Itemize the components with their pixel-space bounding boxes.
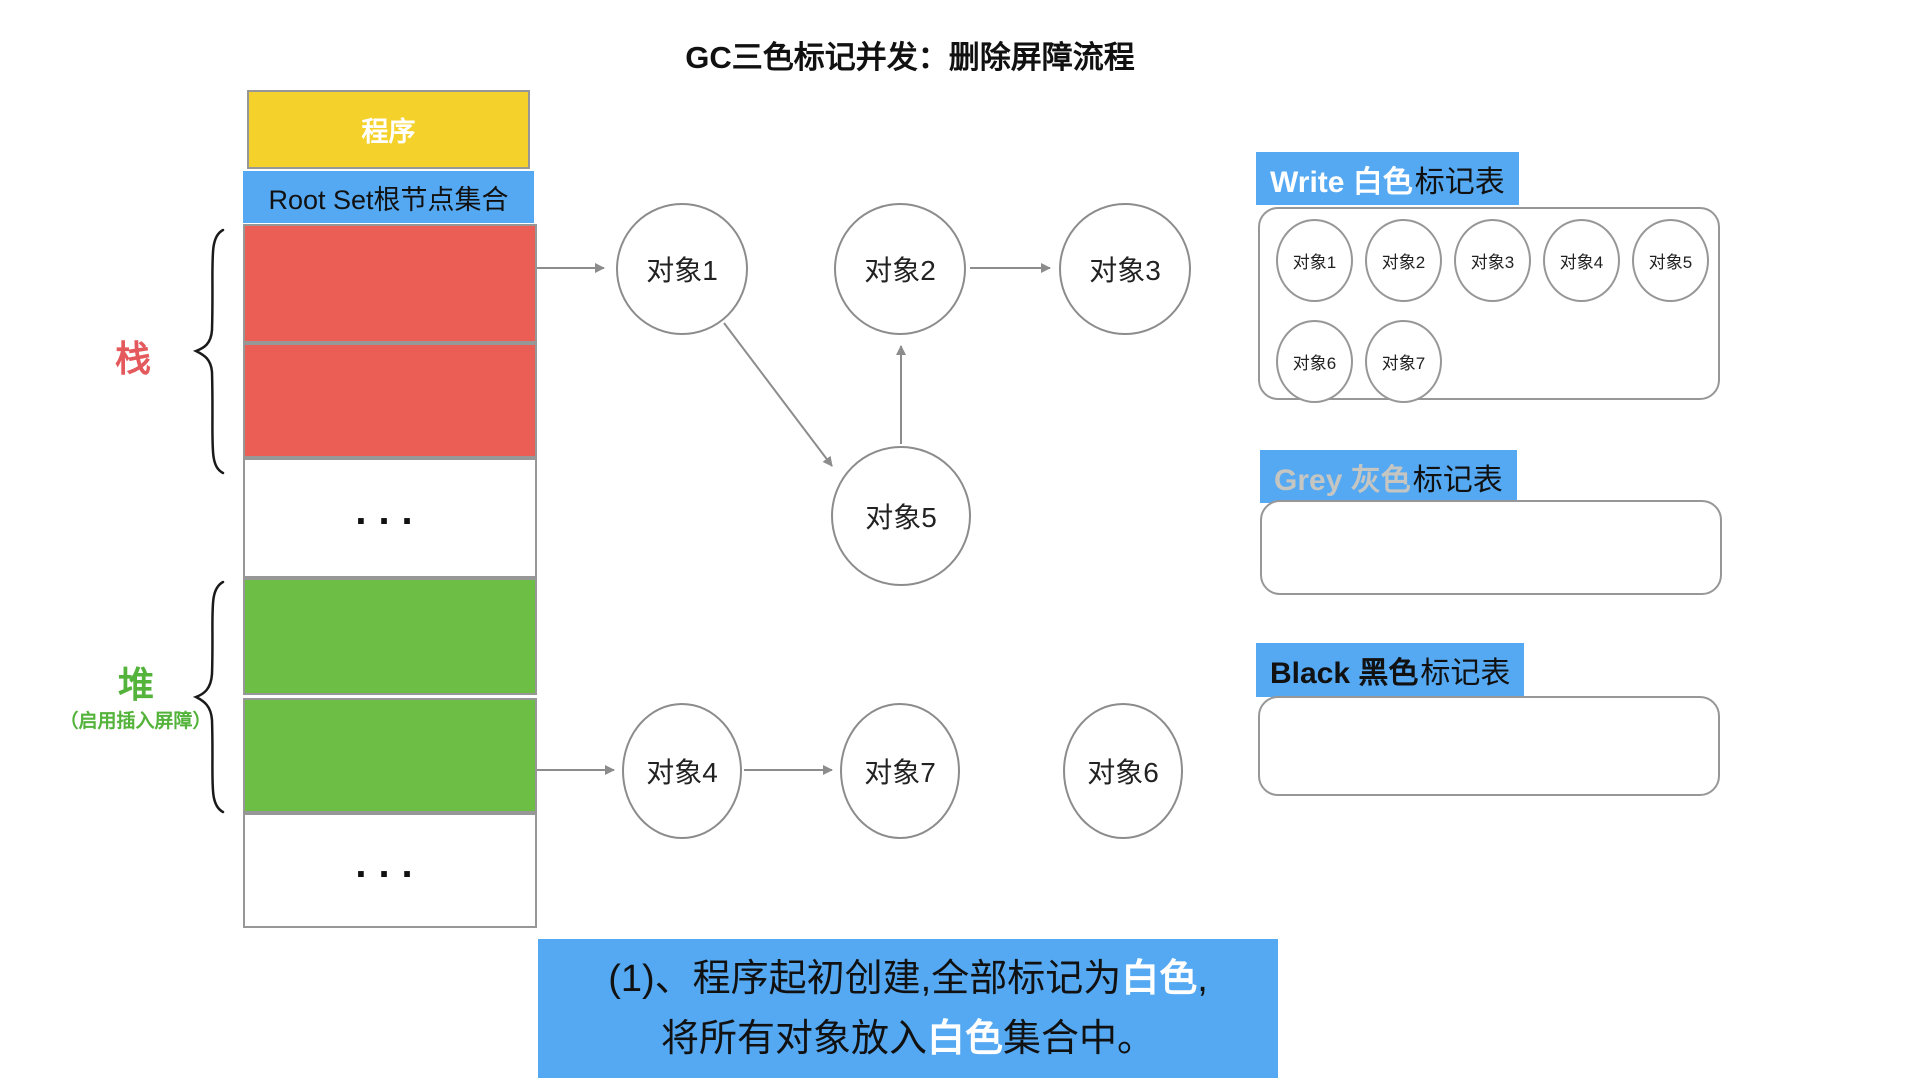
white-item-obj3: 对象3 [1454, 219, 1531, 302]
caption-highlight: 白色 [1121, 957, 1198, 1000]
object-node-6: 对象6 [1063, 703, 1183, 839]
heap-brace-icon [192, 580, 225, 814]
grey-table-header: Grey 灰色标记表 [1260, 450, 1517, 503]
caption-text: 将所有对象放入 [660, 1017, 927, 1060]
object-node-7: 对象7 [840, 703, 960, 839]
step-caption: (1)、程序起初创建,全部标记为白色, 将所有对象放入白色集合中。 [538, 939, 1278, 1078]
white-table-row-1: 对象1 对象2 对象3 对象4 对象5 [1276, 219, 1718, 302]
white-item-obj7: 对象7 [1365, 320, 1442, 403]
caption-line-1: (1)、程序起初创建,全部标记为白色, [608, 949, 1208, 1009]
object-node-5: 对象5 [831, 446, 971, 586]
white-table-box: 对象1 对象2 对象3 对象4 对象5 对象6 对象7 [1258, 207, 1720, 403]
black-table-title-en: Black 黑色 [1270, 657, 1419, 690]
white-table-row-2: 对象6 对象7 [1276, 320, 1718, 403]
white-item-obj4: 对象4 [1543, 219, 1620, 302]
white-table-header: Write 白色标记表 [1256, 152, 1519, 205]
white-item-obj1: 对象1 [1276, 219, 1353, 302]
stack-label: 栈 [114, 338, 151, 379]
arrow-obj1-to-obj5 [723, 322, 833, 467]
white-table-title-en: Write 白色 [1270, 165, 1413, 199]
heap-sublabel: （启用插入屏障） [59, 711, 212, 732]
grey-table-title-cn: 标记表 [1412, 463, 1503, 497]
heap-slot-green-2 [243, 698, 537, 813]
white-item-obj5: 对象5 [1632, 219, 1709, 302]
root-set-box: Root Set根节点集合 [243, 171, 534, 223]
heap-label: 堆 [117, 664, 154, 705]
caption-text: , [1197, 957, 1208, 1000]
stack-slot-red-1 [243, 224, 537, 343]
memory-ellipsis-2: ... [243, 813, 537, 928]
object-node-3: 对象3 [1059, 203, 1191, 335]
caption-text: 集合中。 [1003, 1017, 1156, 1060]
white-item-obj2: 对象2 [1365, 219, 1442, 302]
caption-highlight: 白色 [926, 1017, 1003, 1060]
grey-table-title-en: Grey 灰色 [1274, 463, 1411, 497]
black-table-box [1258, 696, 1720, 796]
black-table-header: Black 黑色标记表 [1256, 643, 1525, 697]
white-item-obj6: 对象6 [1276, 320, 1353, 403]
heap-slot-green-1 [243, 578, 537, 695]
object-node-1: 对象1 [616, 203, 748, 335]
stack-slot-red-2 [243, 343, 537, 458]
memory-ellipsis-1: ... [243, 458, 537, 578]
page-title: GC三色标记并发：删除屏障流程 [685, 40, 1135, 75]
ellipsis-text: ... [355, 489, 425, 533]
black-table-title-cn: 标记表 [1420, 657, 1511, 690]
caption-line-2: 将所有对象放入白色集合中。 [661, 1009, 1155, 1069]
stack-brace-icon [192, 228, 225, 475]
program-box: 程序 [247, 90, 530, 169]
caption-text: (1)、程序起初创建,全部标记为 [608, 957, 1122, 1000]
white-table-title-cn: 标记表 [1414, 165, 1505, 199]
grey-table-box [1260, 500, 1722, 595]
ellipsis-text: ... [355, 841, 425, 886]
object-node-2: 对象2 [834, 203, 966, 335]
object-node-4: 对象4 [622, 703, 742, 839]
